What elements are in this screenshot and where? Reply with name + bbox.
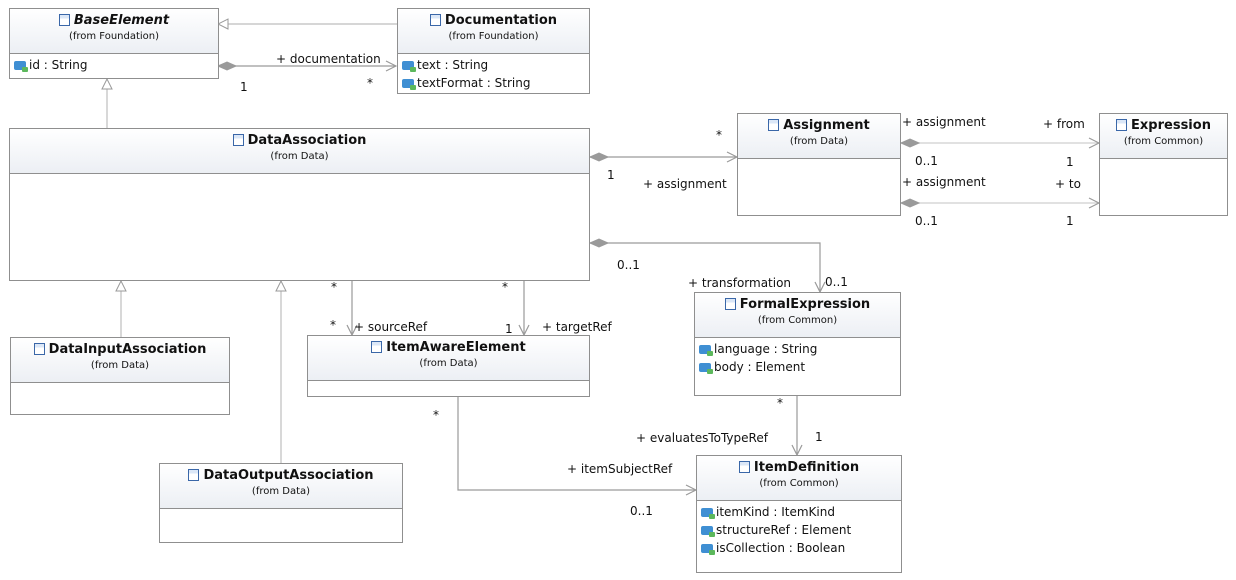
class-name: FormalExpression (739, 296, 871, 312)
attribute-icon (701, 507, 715, 519)
attribute-icon (699, 344, 713, 356)
class-item-definition[interactable]: ItemDefinition (from Common) itemKind : … (696, 455, 902, 573)
from-role: + from (1043, 117, 1085, 131)
from-source-multiplicity: 0..1 (915, 154, 938, 168)
class-icon (768, 119, 780, 131)
class-data-input-association[interactable]: DataInputAssociation (from Data) (10, 337, 230, 415)
assignment-role: + assignment (643, 177, 727, 191)
assignment-target-multiplicity: * (716, 128, 722, 142)
source-ref-source-multiplicity: * (331, 280, 337, 294)
class-package: (from Data) (90, 360, 150, 371)
attribute: textFormat : String (417, 76, 531, 90)
to-role: + to (1055, 177, 1081, 191)
class-data-output-association[interactable]: DataOutputAssociation (from Data) (159, 463, 403, 543)
assignment-source-multiplicity: 1 (607, 168, 615, 182)
class-assignment[interactable]: Assignment (from Data) (737, 113, 901, 216)
item-subject-source-multiplicity: * (433, 408, 439, 422)
class-package: (from Foundation) (68, 31, 160, 42)
from-source-role: + assignment (902, 115, 986, 129)
class-package: (from Foundation) (448, 31, 539, 42)
class-name: Documentation (444, 12, 558, 28)
class-icon (232, 134, 244, 146)
class-expression[interactable]: Expression (from Common) (1099, 113, 1228, 216)
documentation-role: + documentation (276, 52, 381, 66)
source-ref-target-multiplicity: * (330, 318, 336, 332)
class-package: (from Data) (789, 136, 849, 147)
item-subject-role: + itemSubjectRef (567, 462, 673, 476)
class-package: (from Data) (251, 486, 311, 497)
class-name: DataInputAssociation (48, 341, 207, 357)
class-name: DataAssociation (247, 132, 367, 148)
evaluates-role: + evaluatesToTypeRef (636, 431, 768, 445)
class-icon (188, 469, 200, 481)
attribute-icon (402, 78, 416, 90)
attribute: itemKind : ItemKind (716, 505, 835, 519)
evaluates-source-multiplicity: * (777, 396, 783, 410)
attribute-icon (701, 525, 715, 537)
class-icon (33, 343, 45, 355)
class-name: Assignment (783, 117, 870, 133)
source-ref-role: + sourceRef (354, 320, 428, 334)
to-source-role: + assignment (902, 175, 986, 189)
attribute: id : String (29, 58, 88, 72)
class-formal-expression[interactable]: FormalExpression (from Common) language … (694, 292, 901, 396)
class-icon (58, 14, 70, 26)
class-name: ItemDefinition (753, 459, 860, 475)
class-name: DataOutputAssociation (203, 467, 374, 483)
class-icon (1116, 119, 1128, 131)
attribute: structureRef : Element (716, 523, 852, 537)
target-ref-source-multiplicity: * (502, 280, 508, 294)
from-target-multiplicity: 1 (1066, 155, 1074, 169)
class-icon (429, 14, 441, 26)
class-icon (371, 341, 383, 353)
transformation-source-multiplicity: 0..1 (617, 258, 640, 272)
documentation-source-multiplicity: 1 (240, 80, 248, 94)
documentation-target-multiplicity: * (367, 76, 373, 90)
class-data-association[interactable]: DataAssociation (from Data) (9, 128, 590, 281)
item-subject-target-multiplicity: 0..1 (630, 504, 653, 518)
class-package: (from Common) (1123, 136, 1204, 147)
attribute-icon (699, 362, 713, 374)
attribute-icon (701, 543, 715, 555)
target-ref-role: + targetRef (542, 320, 612, 334)
class-package: (from Common) (759, 478, 839, 489)
class-name: Expression (1131, 117, 1211, 133)
attribute: isCollection : Boolean (716, 541, 846, 555)
class-documentation[interactable]: Documentation (from Foundation) text : S… (397, 8, 590, 94)
assoc-transformation (590, 243, 820, 292)
assoc-item-subject (457, 397, 696, 490)
class-item-aware-element[interactable]: ItemAwareElement (from Data) (307, 335, 590, 397)
attribute-icon (14, 60, 28, 72)
class-name: ItemAwareElement (386, 339, 526, 355)
target-ref-target-multiplicity: 1 (505, 322, 513, 336)
to-source-multiplicity: 0..1 (915, 214, 938, 228)
class-icon (738, 461, 750, 473)
attribute-icon (402, 60, 416, 72)
class-package: (from Data) (419, 358, 478, 369)
evaluates-target-multiplicity: 1 (815, 430, 823, 444)
class-package: (from Data) (270, 151, 329, 162)
class-icon (724, 298, 736, 310)
attribute: text : String (417, 58, 489, 72)
class-base-element[interactable]: BaseElement (from Foundation) id : Strin… (9, 8, 219, 79)
attribute: body : Element (714, 360, 806, 374)
transformation-role: + transformation (688, 276, 792, 290)
attribute: language : String (714, 342, 818, 356)
class-package: (from Common) (757, 315, 838, 326)
class-name: BaseElement (73, 12, 170, 28)
to-target-multiplicity: 1 (1066, 214, 1074, 228)
transformation-target-multiplicity: 0..1 (825, 275, 848, 289)
